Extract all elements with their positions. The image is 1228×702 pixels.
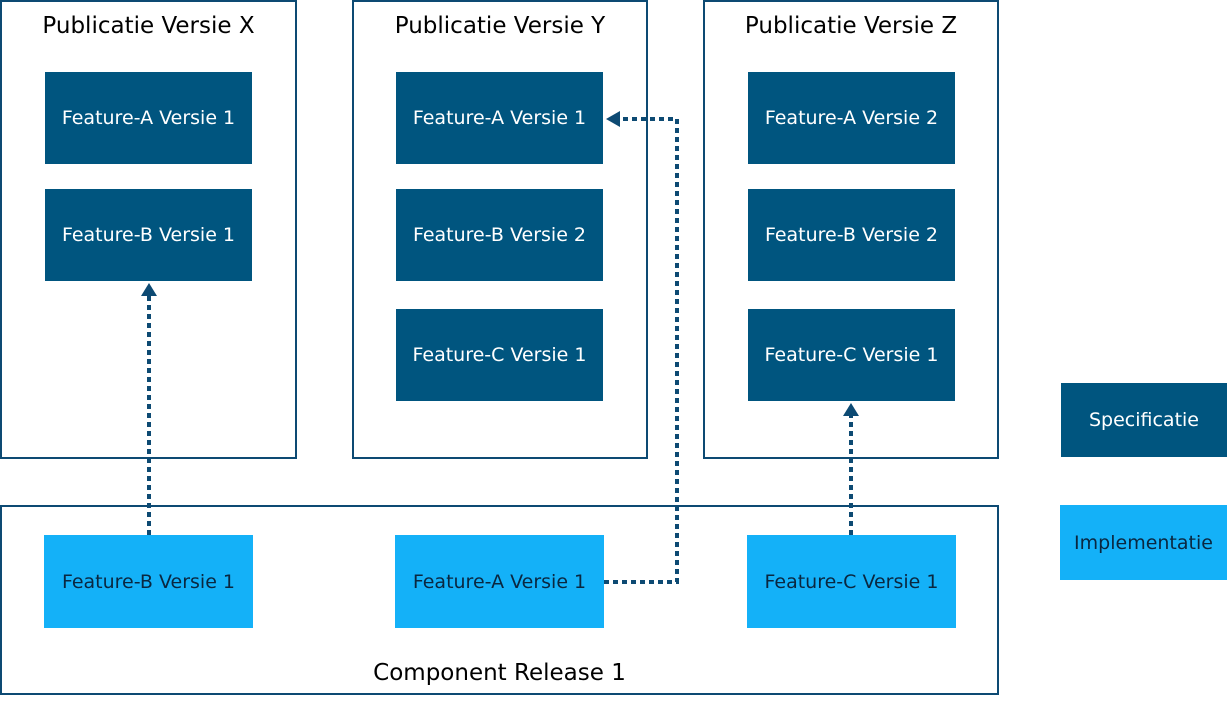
legend-specification: Specificatie <box>1061 383 1227 457</box>
publication-title: Publicatie Versie Y <box>394 13 606 39</box>
impl-feature-box: Feature-A Versie 1 <box>395 535 604 628</box>
spec-feature-box: Feature-B Versie 2 <box>396 189 603 281</box>
impl-feature-box: Feature-C Versie 1 <box>747 535 956 628</box>
spec-feature-box: Feature-A Versie 2 <box>748 72 955 164</box>
spec-feature-box: Feature-C Versie 1 <box>748 309 955 401</box>
publication-title: Publicatie Versie X <box>42 13 255 39</box>
spec-feature-box: Feature-B Versie 1 <box>45 189 252 281</box>
component-release-title: Component Release 1 <box>373 660 626 686</box>
legend-implementation: Implementatie <box>1060 505 1227 580</box>
spec-feature-box: Feature-C Versie 1 <box>396 309 603 401</box>
spec-feature-box: Feature-A Versie 1 <box>396 72 603 164</box>
impl-feature-box: Feature-B Versie 1 <box>44 535 253 628</box>
publication-title: Publicatie Versie Z <box>744 13 958 39</box>
spec-feature-box: Feature-B Versie 2 <box>748 189 955 281</box>
spec-feature-box: Feature-A Versie 1 <box>45 72 252 164</box>
